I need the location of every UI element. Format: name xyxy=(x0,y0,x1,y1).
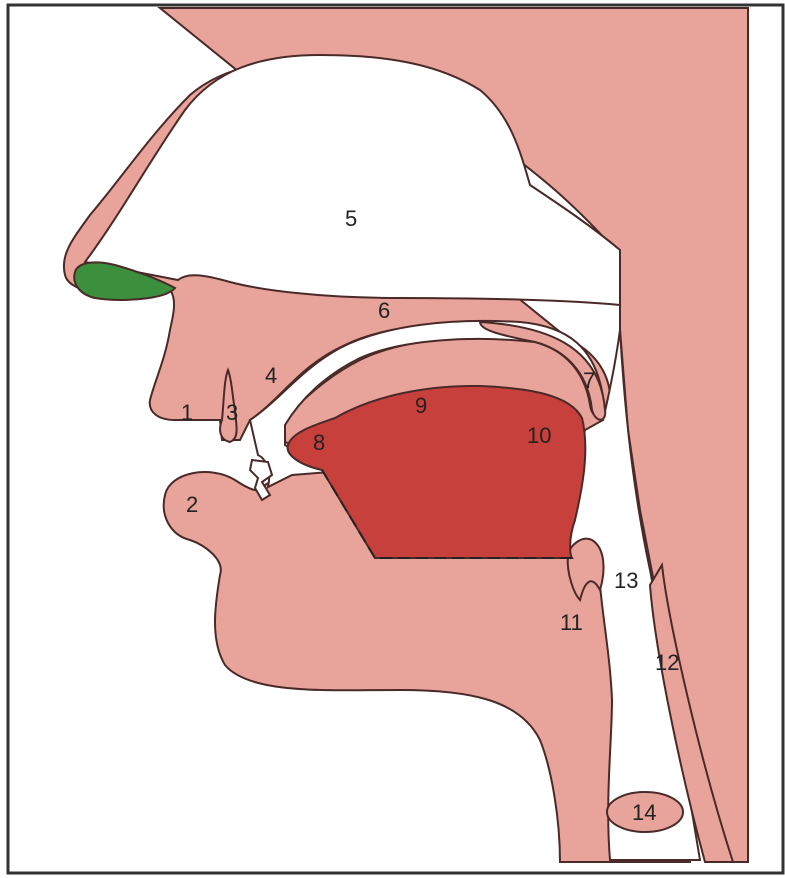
label-alveolar-ridge: 4 xyxy=(265,363,277,388)
label-soft-palate: 7 xyxy=(583,368,595,393)
label-spine-column: 12 xyxy=(655,650,679,675)
label-lower-lip: 2 xyxy=(186,492,198,517)
label-pharynx: 13 xyxy=(614,568,638,593)
label-tongue-back: 10 xyxy=(527,423,551,448)
label-tongue-front: 9 xyxy=(415,393,427,418)
label-upper-lip: 1 xyxy=(181,400,193,425)
label-hard-palate: 6 xyxy=(378,298,390,323)
label-tongue-tip: 8 xyxy=(313,430,325,455)
label-larynx: 14 xyxy=(632,800,656,825)
label-upper-teeth: 3 xyxy=(226,400,238,425)
label-nasal-cavity: 5 xyxy=(345,206,357,231)
label-epiglottis: 11 xyxy=(560,610,583,635)
